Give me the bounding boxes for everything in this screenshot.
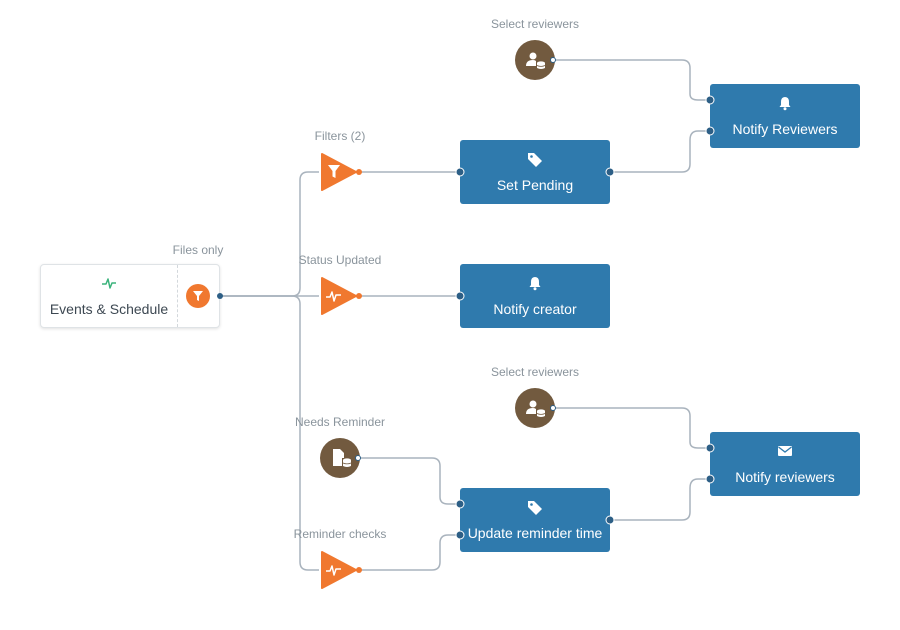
trigger-output-port[interactable] bbox=[217, 293, 223, 299]
action-title: Notify creator bbox=[493, 301, 577, 317]
wire-trigger-filters bbox=[220, 171, 319, 297]
pulse-icon bbox=[326, 291, 341, 302]
action-notify-creator[interactable]: Notify creator bbox=[460, 264, 610, 328]
bell-icon bbox=[529, 277, 541, 291]
condition-status-updated[interactable] bbox=[320, 277, 358, 315]
action-title: Notify reviewers bbox=[735, 469, 835, 485]
action-title: Notify Reviewers bbox=[732, 121, 838, 137]
tag-icon bbox=[528, 501, 542, 515]
action-update-reminder-time[interactable]: Update reminder time bbox=[460, 488, 610, 552]
action-title: Set Pending bbox=[496, 177, 574, 193]
funnel-icon bbox=[328, 165, 340, 178]
funnel-icon bbox=[193, 291, 203, 301]
notify-reviewers-bottom-input-1[interactable] bbox=[705, 443, 715, 453]
envelope-icon bbox=[778, 446, 792, 456]
select-reviewers-bottom-node[interactable] bbox=[515, 388, 555, 428]
update-reminder-input-1[interactable] bbox=[455, 499, 465, 509]
file-database-icon bbox=[333, 449, 352, 467]
notify-reviewers-bottom-input-2[interactable] bbox=[705, 474, 715, 484]
label-needs-reminder: Needs Reminder bbox=[294, 415, 386, 429]
condition-reminder-checks[interactable] bbox=[320, 551, 358, 589]
notify-reviewers-top-input-1[interactable] bbox=[705, 95, 715, 105]
filters-output-port[interactable] bbox=[356, 169, 362, 175]
tag-icon bbox=[528, 153, 542, 167]
pulse-icon bbox=[326, 565, 341, 576]
status-output-port[interactable] bbox=[356, 293, 362, 299]
needs-reminder-port[interactable] bbox=[355, 455, 361, 461]
select-reviewers-top-port[interactable] bbox=[550, 57, 556, 63]
trigger-filter-button[interactable] bbox=[186, 284, 210, 308]
label-select-reviewers-top: Select reviewers bbox=[490, 17, 580, 31]
select-reviewers-bottom-port[interactable] bbox=[550, 405, 556, 411]
pulse-icon bbox=[102, 278, 116, 289]
trigger-divider bbox=[177, 265, 178, 327]
update-reminder-output[interactable] bbox=[605, 515, 615, 525]
reminder-checks-output-port[interactable] bbox=[356, 567, 362, 573]
needs-reminder-node[interactable] bbox=[320, 438, 360, 478]
action-notify-reviewers-top[interactable]: Notify Reviewers bbox=[710, 84, 860, 148]
label-status-updated: Status Updated bbox=[298, 253, 382, 267]
action-notify-reviewers-bottom[interactable]: Notify reviewers bbox=[710, 432, 860, 496]
select-reviewers-top-node[interactable] bbox=[515, 40, 555, 80]
trigger-title: Events & Schedule bbox=[49, 301, 169, 317]
wire-update-notifyreviewers2 bbox=[610, 478, 706, 521]
wire-trigger-reminder bbox=[220, 295, 319, 571]
action-title: Update reminder time bbox=[467, 525, 603, 541]
label-filters: Filters (2) bbox=[314, 129, 366, 143]
label-reminder-checks: Reminder checks bbox=[293, 527, 387, 541]
user-database-icon bbox=[526, 400, 546, 417]
wire-selectreviewers2-notifyreviewers2 bbox=[554, 407, 706, 449]
wire-setpending-notifyreviewers bbox=[610, 130, 706, 173]
trigger-main[interactable]: Events & Schedule bbox=[41, 265, 177, 327]
set-pending-input[interactable] bbox=[455, 167, 465, 177]
action-set-pending[interactable]: Set Pending bbox=[460, 140, 610, 204]
wire-selectreviewers-notifyreviewers bbox=[554, 59, 706, 101]
condition-filters[interactable] bbox=[320, 153, 358, 191]
wire-needsreminder-update bbox=[358, 457, 456, 505]
update-reminder-input-2[interactable] bbox=[455, 530, 465, 540]
notify-reviewers-top-input-2[interactable] bbox=[705, 126, 715, 136]
bell-icon bbox=[779, 97, 791, 111]
user-database-icon bbox=[526, 52, 546, 69]
label-files-only: Files only bbox=[172, 243, 224, 257]
label-select-reviewers-bottom: Select reviewers bbox=[490, 365, 580, 379]
set-pending-output[interactable] bbox=[605, 167, 615, 177]
notify-creator-input[interactable] bbox=[455, 291, 465, 301]
wire-remindercheck-update bbox=[360, 534, 456, 571]
